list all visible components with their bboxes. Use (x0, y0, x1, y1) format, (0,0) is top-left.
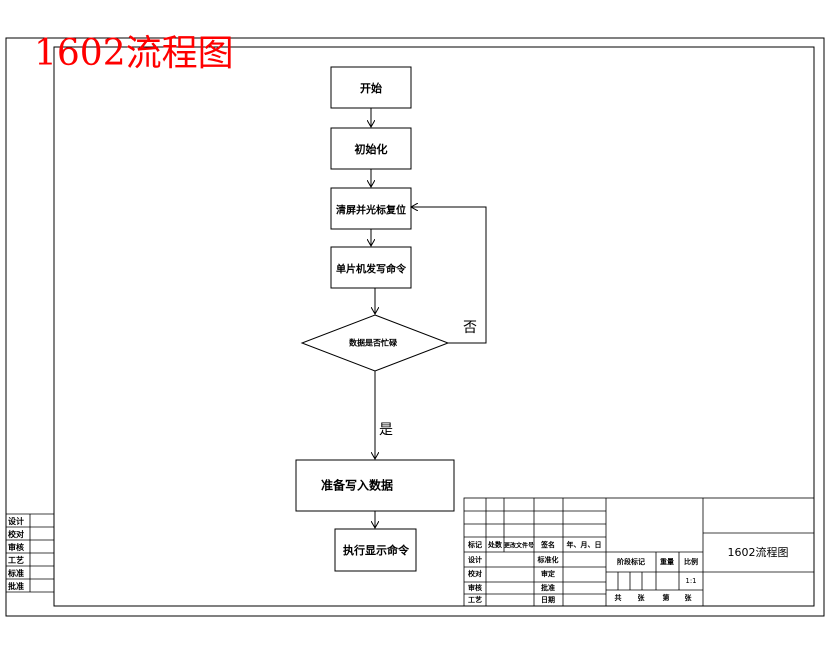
tb-drawing-name: 1602流程图 (727, 546, 789, 559)
tb-row-mark: 处数 (488, 541, 502, 549)
node-exec-label: 执行显示命令 (343, 544, 409, 557)
tb-row-mark: 年、月、日 (566, 541, 602, 549)
node-init-label: 初始化 (354, 143, 388, 156)
side-label: 设计 (8, 517, 24, 526)
tb-scale-head: 比例 (684, 558, 698, 566)
tb-left-label: 工艺 (468, 596, 482, 604)
tb-sheet: 共 (614, 594, 622, 602)
tb-left-label: 审核 (468, 584, 482, 592)
node-init (330, 127, 412, 170)
tb-mid-label: 批准 (541, 584, 555, 592)
tb-mid-label: 日期 (541, 596, 555, 604)
outer-frame (5, 37, 825, 617)
side-label: 工艺 (8, 556, 24, 565)
tb-left-label: 校对 (468, 570, 482, 578)
node-cmd-label: 单片机发写命令 (336, 264, 406, 276)
node-cmd (330, 246, 412, 289)
tb-weight: 重量 (660, 558, 674, 566)
tb-row-mark: 更改文件号 (503, 542, 535, 550)
tb-mid-label: 审定 (541, 570, 555, 578)
tb-sheet: 张 (684, 594, 692, 602)
edge-no-label: 否 (463, 320, 477, 336)
node-clear-label: 清屏并光标复位 (336, 205, 406, 217)
connectors (371, 108, 487, 528)
tb-sheet: 第 (662, 594, 670, 602)
side-label: 批准 (8, 582, 24, 591)
side-label: 审核 (8, 543, 24, 552)
tb-row-mark: 标记 (468, 541, 482, 549)
tb-scale-value: 1:1 (685, 577, 697, 585)
node-start-label: 开始 (360, 82, 382, 95)
tb-mid-label: 标准化 (537, 556, 559, 564)
tb-stage-mark: 阶段标记 (617, 558, 645, 566)
node-exec (334, 528, 417, 572)
tb-row-mark: 签名 (541, 541, 555, 549)
node-decision-label: 数据是否忙碌 (349, 338, 397, 348)
tb-left-label: 设计 (468, 556, 482, 564)
node-prepare-label: 准备写入数据 (320, 478, 394, 493)
diagram-title: 1602流程图 (34, 33, 234, 74)
side-label: 校对 (8, 530, 24, 539)
side-label: 标准 (8, 569, 24, 578)
inner-frame (53, 46, 815, 607)
tb-sheet: 张 (637, 594, 645, 602)
edge-yes-label: 是 (379, 422, 393, 438)
side-block-grid (6, 513, 54, 593)
title-block-grid (463, 497, 815, 607)
